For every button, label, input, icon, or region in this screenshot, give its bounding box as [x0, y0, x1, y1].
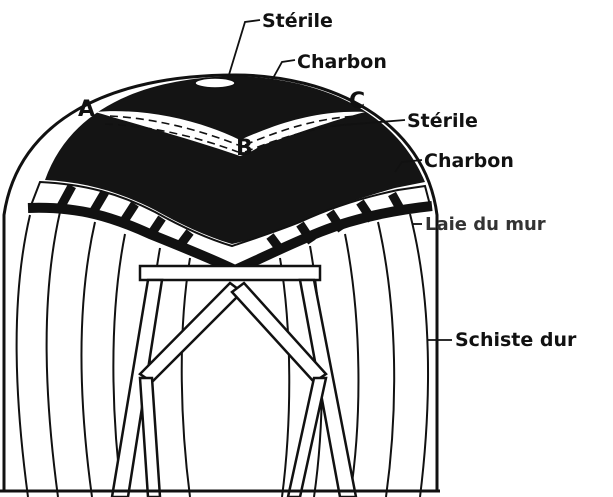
- label-charbon-top: Charbon: [297, 51, 387, 73]
- point-b-label: B: [236, 136, 253, 161]
- label-sterile-top: Stérile: [262, 10, 333, 32]
- cap-beam: [140, 266, 320, 280]
- label-charbon-mid: Charbon: [424, 150, 514, 172]
- timber-frame: [112, 266, 356, 497]
- sterile-top-ellipse: [195, 78, 235, 88]
- label-sterile-mid: Stérile: [407, 110, 478, 132]
- right-post: [300, 280, 356, 497]
- left-leg: [140, 378, 160, 497]
- label-laie-du-mur: Laie du mur: [425, 214, 546, 235]
- point-a-label: A: [78, 97, 95, 122]
- leader-sterile-top: [228, 20, 260, 78]
- label-schiste-dur: Schiste dur: [455, 329, 577, 351]
- point-c-label: C: [349, 89, 365, 114]
